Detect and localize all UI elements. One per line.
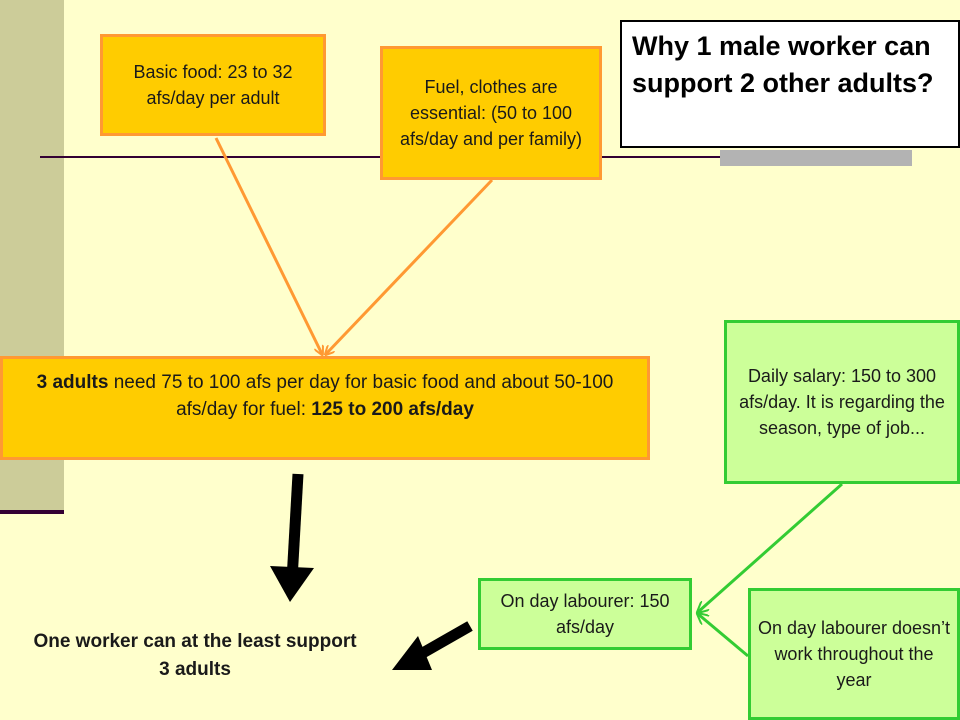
conclusion-text: One worker can at the least support 3 ad… — [33, 631, 357, 680]
basic-food-box: Basic food: 23 to 32 afs/day per adult — [100, 34, 326, 136]
not-year-round-box: On day labourer doesn’t work throughout … — [748, 588, 960, 720]
arrow-fuel-to-needs — [326, 178, 494, 354]
needs-total-bold: 125 to 200 afs/day — [311, 399, 474, 420]
slide-title: Why 1 male worker can support 2 other ad… — [620, 20, 960, 148]
arrow-salary-to-labourer — [698, 482, 843, 612]
big-arrow-down-icon — [270, 473, 314, 602]
needs-lead-bold: 3 adults — [36, 372, 109, 393]
adults-needs-box: 3 adults need 75 to 100 afs per day for … — [0, 356, 650, 460]
arrow-food-to-needs — [214, 137, 322, 354]
fuel-clothes-box: Fuel, clothes are essential: (50 to 100 … — [380, 46, 602, 180]
adults-needs-text: 3 adults need 75 to 100 afs per day for … — [9, 369, 641, 423]
arrow-nonyear-to-labourer — [698, 614, 749, 658]
big-arrow-left-icon — [392, 621, 473, 670]
day-labourer-box: On day labourer: 150 afs/day — [478, 578, 692, 650]
needs-middle-text: need 75 to 100 afs per day for basic foo… — [108, 372, 614, 420]
daily-salary-box: Daily salary: 150 to 300 afs/day. It is … — [724, 320, 960, 484]
sidebar-bottom-rule — [0, 510, 64, 514]
header-divider-shade — [720, 150, 912, 166]
